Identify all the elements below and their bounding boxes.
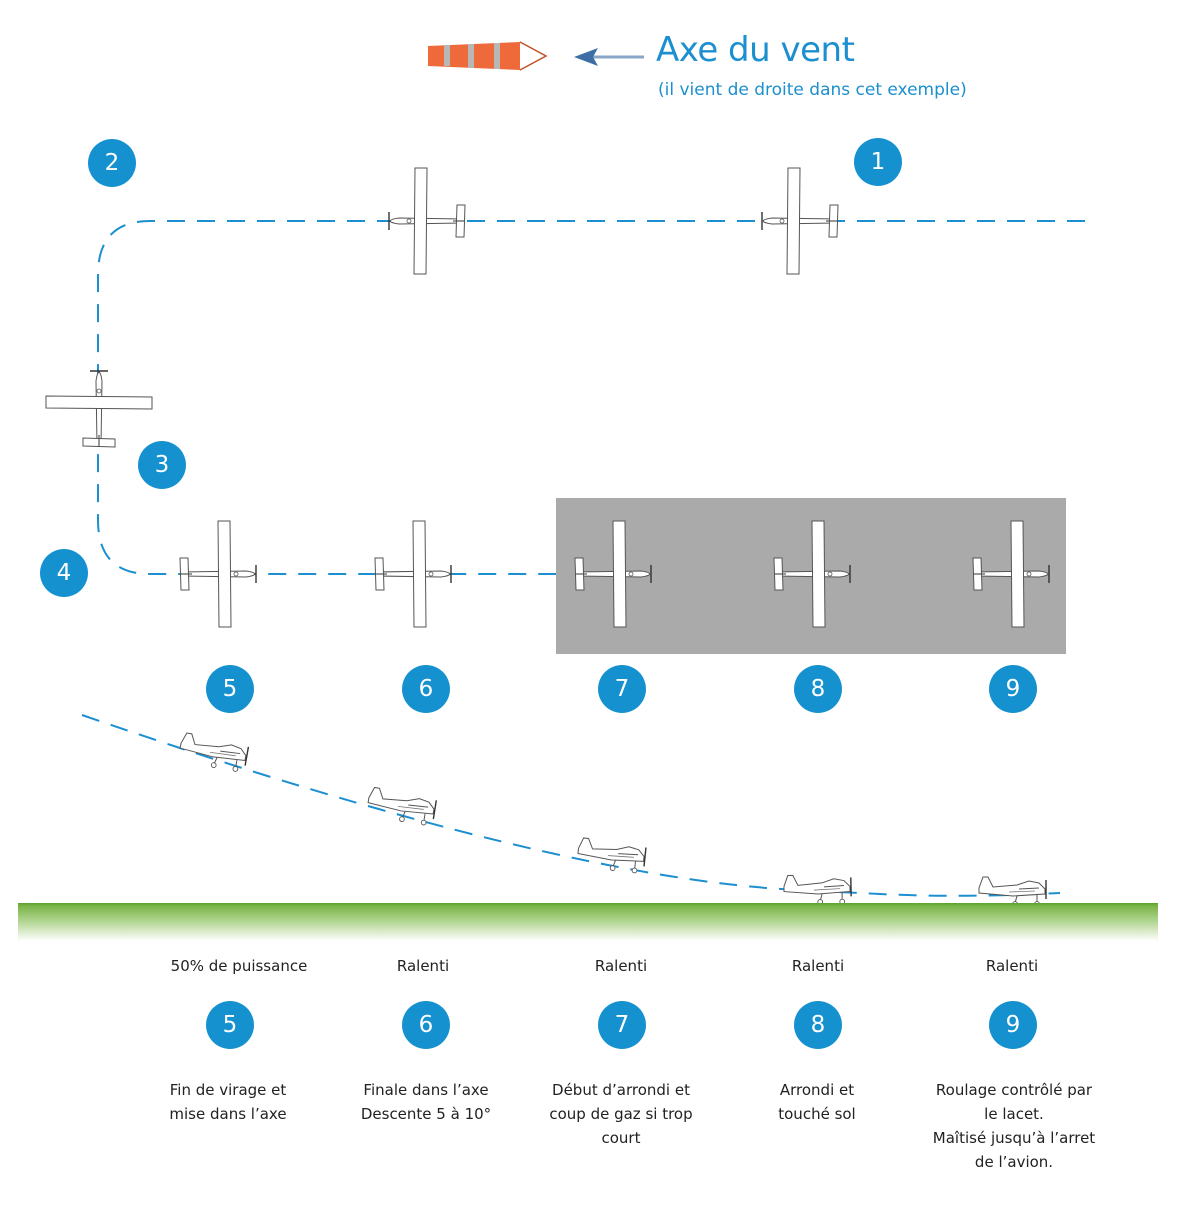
phase-badge-5: 5: [206, 1001, 254, 1049]
airplane-icon: [761, 167, 839, 275]
phase-badge-6: 6: [402, 1001, 450, 1049]
airplane-icon: [374, 520, 452, 628]
phase-5-power: 50% de puissance: [170, 957, 308, 975]
step-badge-9: 9: [989, 665, 1037, 713]
phase-badge-7: 7: [598, 1001, 646, 1049]
airplane-icon: [45, 370, 153, 448]
airplane-icon: [783, 873, 852, 906]
phase-8-power: Ralenti: [791, 957, 845, 975]
phase-5-description: Fin de virage et mise dans l’axe: [169, 1081, 287, 1123]
ground-strip: [18, 903, 1158, 941]
phase-7-description: Début d’arrondi et coup de gaz si trop c…: [549, 1081, 693, 1147]
windsock-icon: [428, 41, 548, 71]
step-badge-4: 4: [40, 549, 88, 597]
phase-9-description: Roulage contrôlé par le lacet. Maîtisé j…: [932, 1081, 1096, 1171]
wind-axis-subtitle: (il vient de droite dans cet exemple): [658, 80, 967, 100]
step-badge-8: 8: [794, 665, 842, 713]
airplane-icon: [179, 520, 257, 628]
airplane-icon: [365, 786, 438, 828]
phase-9-power: Ralenti: [985, 957, 1039, 975]
phase-7-power: Ralenti: [594, 957, 648, 975]
wind-axis-title: Axe du vent: [656, 30, 855, 70]
step-badge-6: 6: [402, 665, 450, 713]
step-badge-7: 7: [598, 665, 646, 713]
phase-6-power: Ralenti: [396, 957, 450, 975]
step-badge-5: 5: [206, 665, 254, 713]
descent-path: [81, 714, 1061, 897]
arrow-left-icon: [574, 48, 644, 66]
airplane-icon: [575, 836, 647, 875]
step-badge-2: 2: [88, 139, 136, 187]
airplane-icon: [388, 167, 466, 275]
step-badge-3: 3: [138, 441, 186, 489]
phase-8-description: Arrondi et touché sol: [778, 1081, 856, 1123]
airplane-icon: [978, 876, 1047, 908]
step-badge-1: 1: [854, 138, 902, 186]
phase-badge-9: 9: [989, 1001, 1037, 1049]
phase-badge-8: 8: [794, 1001, 842, 1049]
phase-6-description: Finale dans l’axe Descente 5 à 10°: [360, 1081, 492, 1123]
